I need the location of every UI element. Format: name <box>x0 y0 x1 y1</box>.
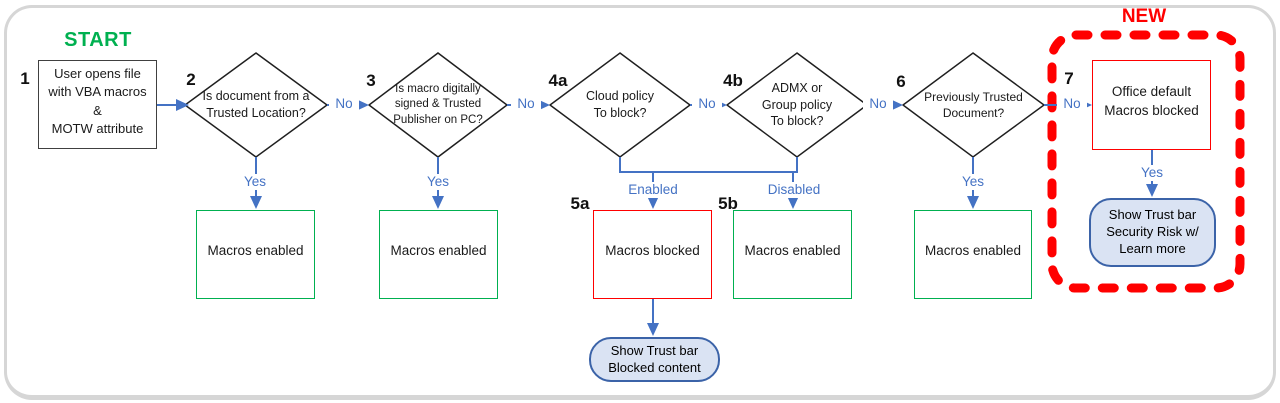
edge-label-enabled: Enabled <box>619 182 687 198</box>
arrowhead-right-icon <box>356 99 369 111</box>
arrowhead-down-icon <box>432 196 444 209</box>
step-number-3: 3 <box>366 71 376 90</box>
arrowhead-down-icon <box>1146 184 1158 197</box>
arrowhead-down-icon <box>967 196 979 209</box>
new-dashed-outline <box>1047 30 1245 293</box>
arrowhead-right-icon <box>176 99 189 111</box>
edge-label-yes-6: Yes <box>954 174 992 190</box>
edge-label-no-2: No <box>329 96 359 112</box>
step-number-2: 2 <box>186 70 196 89</box>
arrowhead-down-icon <box>787 196 799 209</box>
box-macros-enabled-after-6: Macros enabled <box>914 210 1032 299</box>
arrowhead-down-icon <box>647 196 659 209</box>
box-macros-enabled-5b: Macros enabled <box>733 210 852 299</box>
box-user-opens-file: User opens file with VBA macros & MOTW a… <box>38 60 157 149</box>
step-number-4a: 4a <box>548 71 568 90</box>
start-label: START <box>64 29 132 51</box>
step-number-5b: 5b <box>718 194 738 213</box>
step-number-6: 6 <box>896 72 906 91</box>
diamond-text-group-policy: ADMX or Group policy To block? <box>761 80 833 129</box>
edge-label-no-4a: No <box>692 96 722 112</box>
edge-label-yes-2: Yes <box>236 174 274 190</box>
diamond-text-previously-trusted: Previously Trusted Document? <box>924 89 1023 120</box>
edge-label-yes-7: Yes <box>1133 165 1171 181</box>
step-number-1: 1 <box>20 69 30 88</box>
step-number-7: 7 <box>1064 69 1074 88</box>
edge-label-no-3: No <box>511 96 541 112</box>
diamond-text-trusted-location: Is document from a Trusted Location? <box>202 89 310 120</box>
edge-label-disabled: Disabled <box>759 182 829 198</box>
diamond-text-digitally-signed: Is macro digitally signed & Trusted Publ… <box>393 82 483 126</box>
edge-label-yes-3: Yes <box>419 174 457 190</box>
callout-trust-bar-blocked: Show Trust bar Blocked content <box>589 337 720 382</box>
new-badge: NEW <box>1121 6 1167 27</box>
box-macros-enabled-after-2: Macros enabled <box>196 210 315 299</box>
box-macros-blocked-5a: Macros blocked <box>593 210 712 299</box>
step-number-5a: 5a <box>570 194 590 213</box>
edge-label-no-4b: No <box>863 96 893 112</box>
diamond-text-cloud-policy: Cloud policy To block? <box>585 89 655 120</box>
callout-trust-bar-security-risk: Show Trust bar Security Risk w/ Learn mo… <box>1089 198 1216 267</box>
arrowhead-right-icon <box>890 99 903 111</box>
arrowhead-down-icon <box>250 196 262 209</box>
box-office-default-blocked: Office default Macros blocked <box>1092 60 1211 150</box>
arrowhead-down-icon <box>647 323 659 336</box>
box-macros-enabled-after-3: Macros enabled <box>379 210 498 299</box>
step-number-4b: 4b <box>723 71 743 90</box>
edge-label-no-6: No <box>1057 96 1087 112</box>
